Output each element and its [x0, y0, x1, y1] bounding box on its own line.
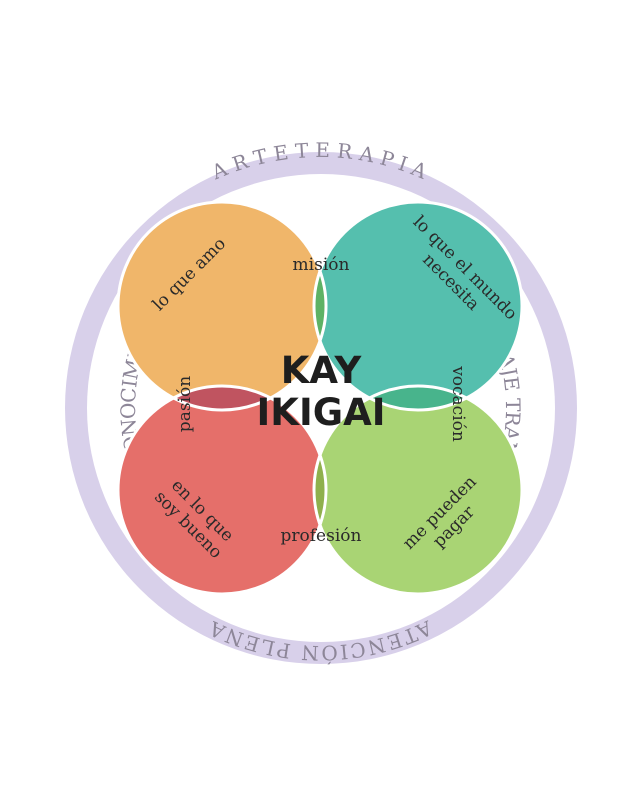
circle-paid	[314, 386, 522, 594]
label-vocation: vocación	[448, 365, 468, 442]
label-profession: profesión	[281, 526, 362, 546]
circle-love	[118, 202, 326, 410]
circle-outlines	[116, 200, 524, 596]
label-passion: pasión	[175, 376, 195, 432]
circle-world	[314, 202, 522, 410]
label-mission: misión	[293, 255, 350, 275]
center-title-line2: IKIGAI	[257, 391, 386, 434]
circle-good	[118, 386, 326, 594]
center-title-line1: KAY	[281, 349, 363, 392]
